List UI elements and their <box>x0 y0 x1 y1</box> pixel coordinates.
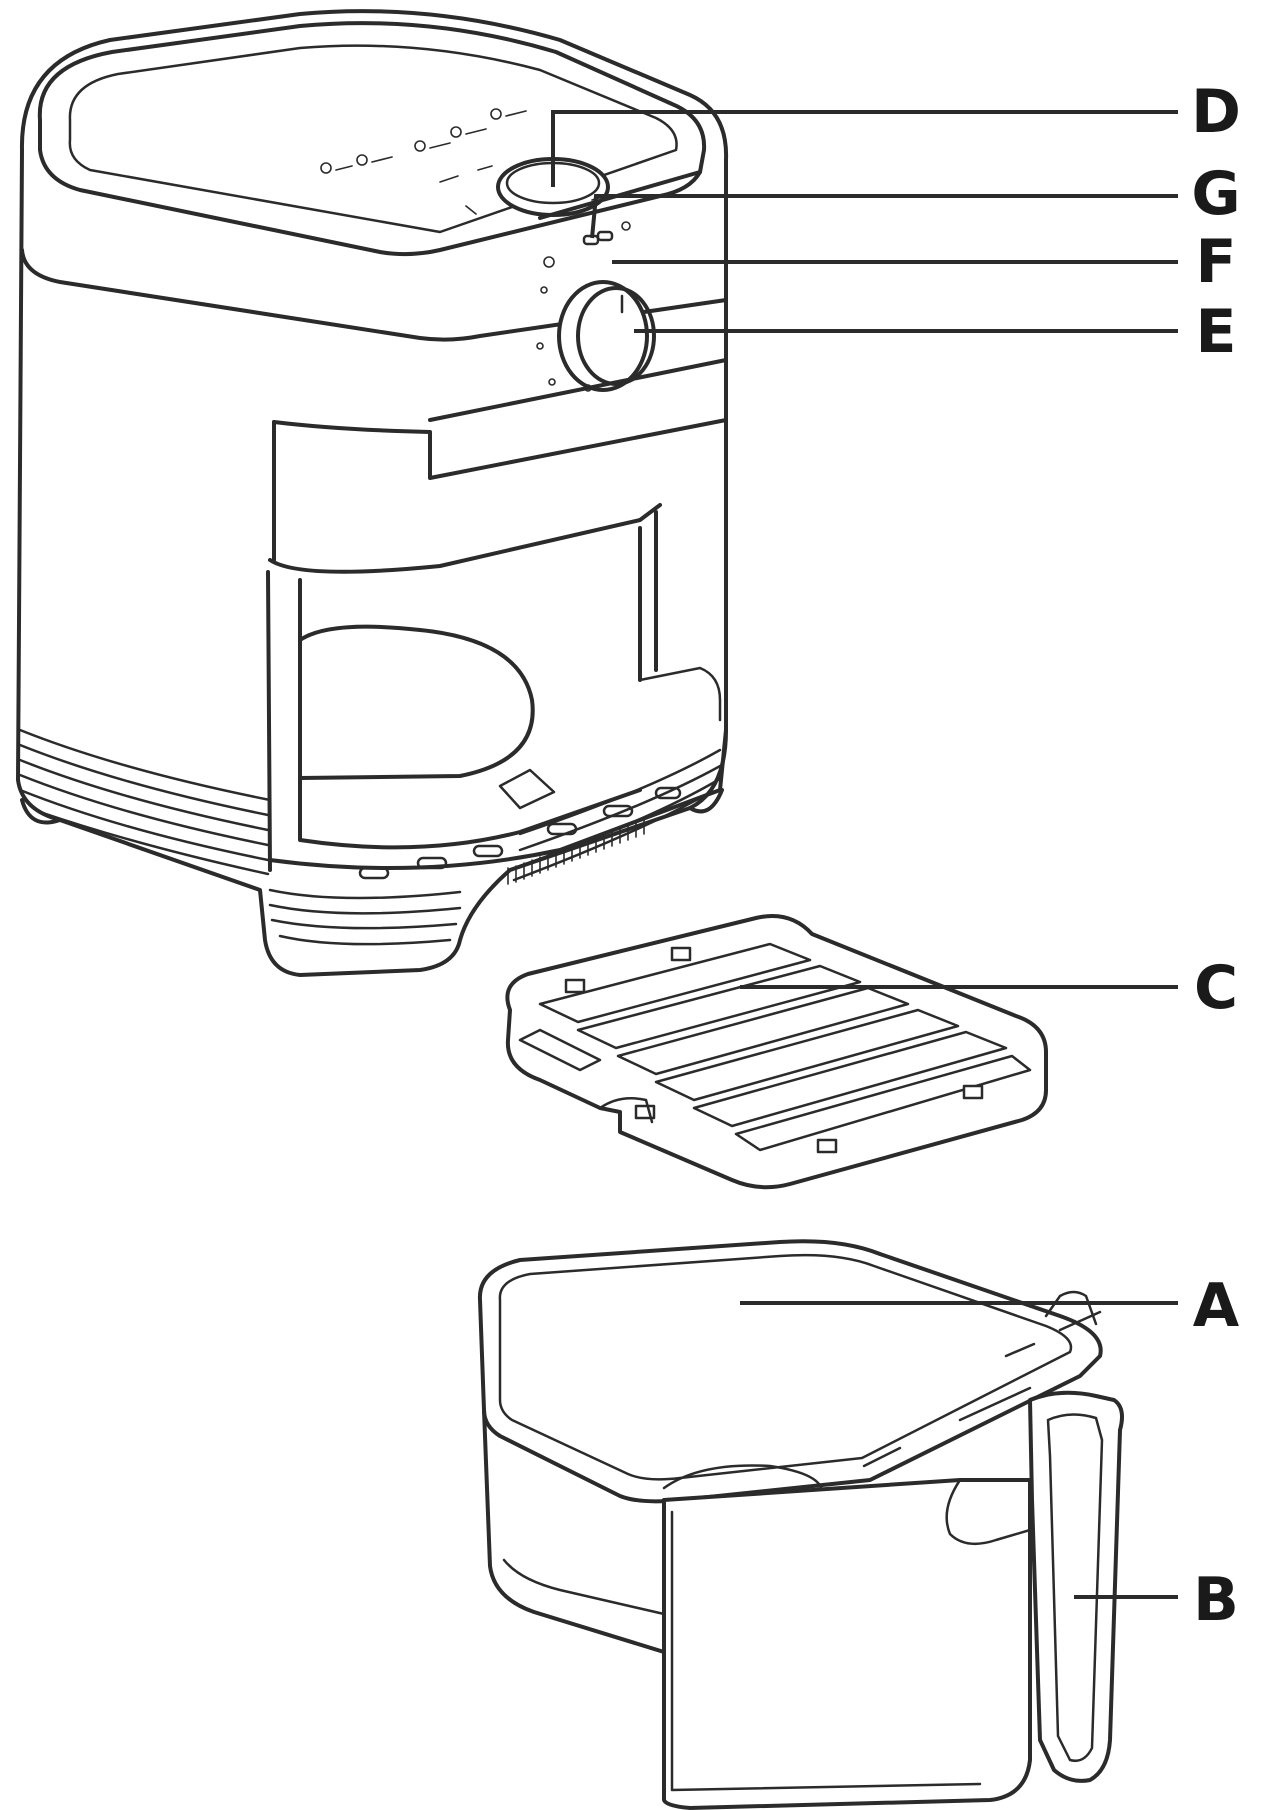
callout-b: B <box>1074 1565 1239 1635</box>
callout-label-a: A <box>1193 1271 1240 1341</box>
basket-handle <box>945 1390 1124 1783</box>
crisper-plate <box>505 914 1048 1190</box>
callout-label-f: F <box>1196 227 1237 297</box>
callout-a: A <box>740 1271 1240 1341</box>
callout-d: D <box>551 77 1241 187</box>
callout-label-g: G <box>1191 159 1240 229</box>
preset-icons <box>320 108 527 215</box>
base-ribs <box>18 728 724 946</box>
callout-e: E <box>634 297 1237 367</box>
callout-label-c: C <box>1194 953 1238 1023</box>
leader-line-d <box>551 110 1178 187</box>
callout-c: C <box>740 953 1238 1023</box>
plate-slats <box>518 942 1032 1152</box>
callout-label-b: B <box>1193 1565 1239 1635</box>
callout-label-e: E <box>1196 297 1237 367</box>
vent-grille <box>507 817 645 885</box>
callout-label-d: D <box>1191 77 1241 147</box>
leader-line-g <box>590 194 1178 239</box>
callout-f: F <box>612 227 1237 297</box>
callout-g: G <box>590 159 1241 239</box>
air-fryer-main-unit <box>16 9 729 977</box>
basket <box>477 1239 1124 1810</box>
